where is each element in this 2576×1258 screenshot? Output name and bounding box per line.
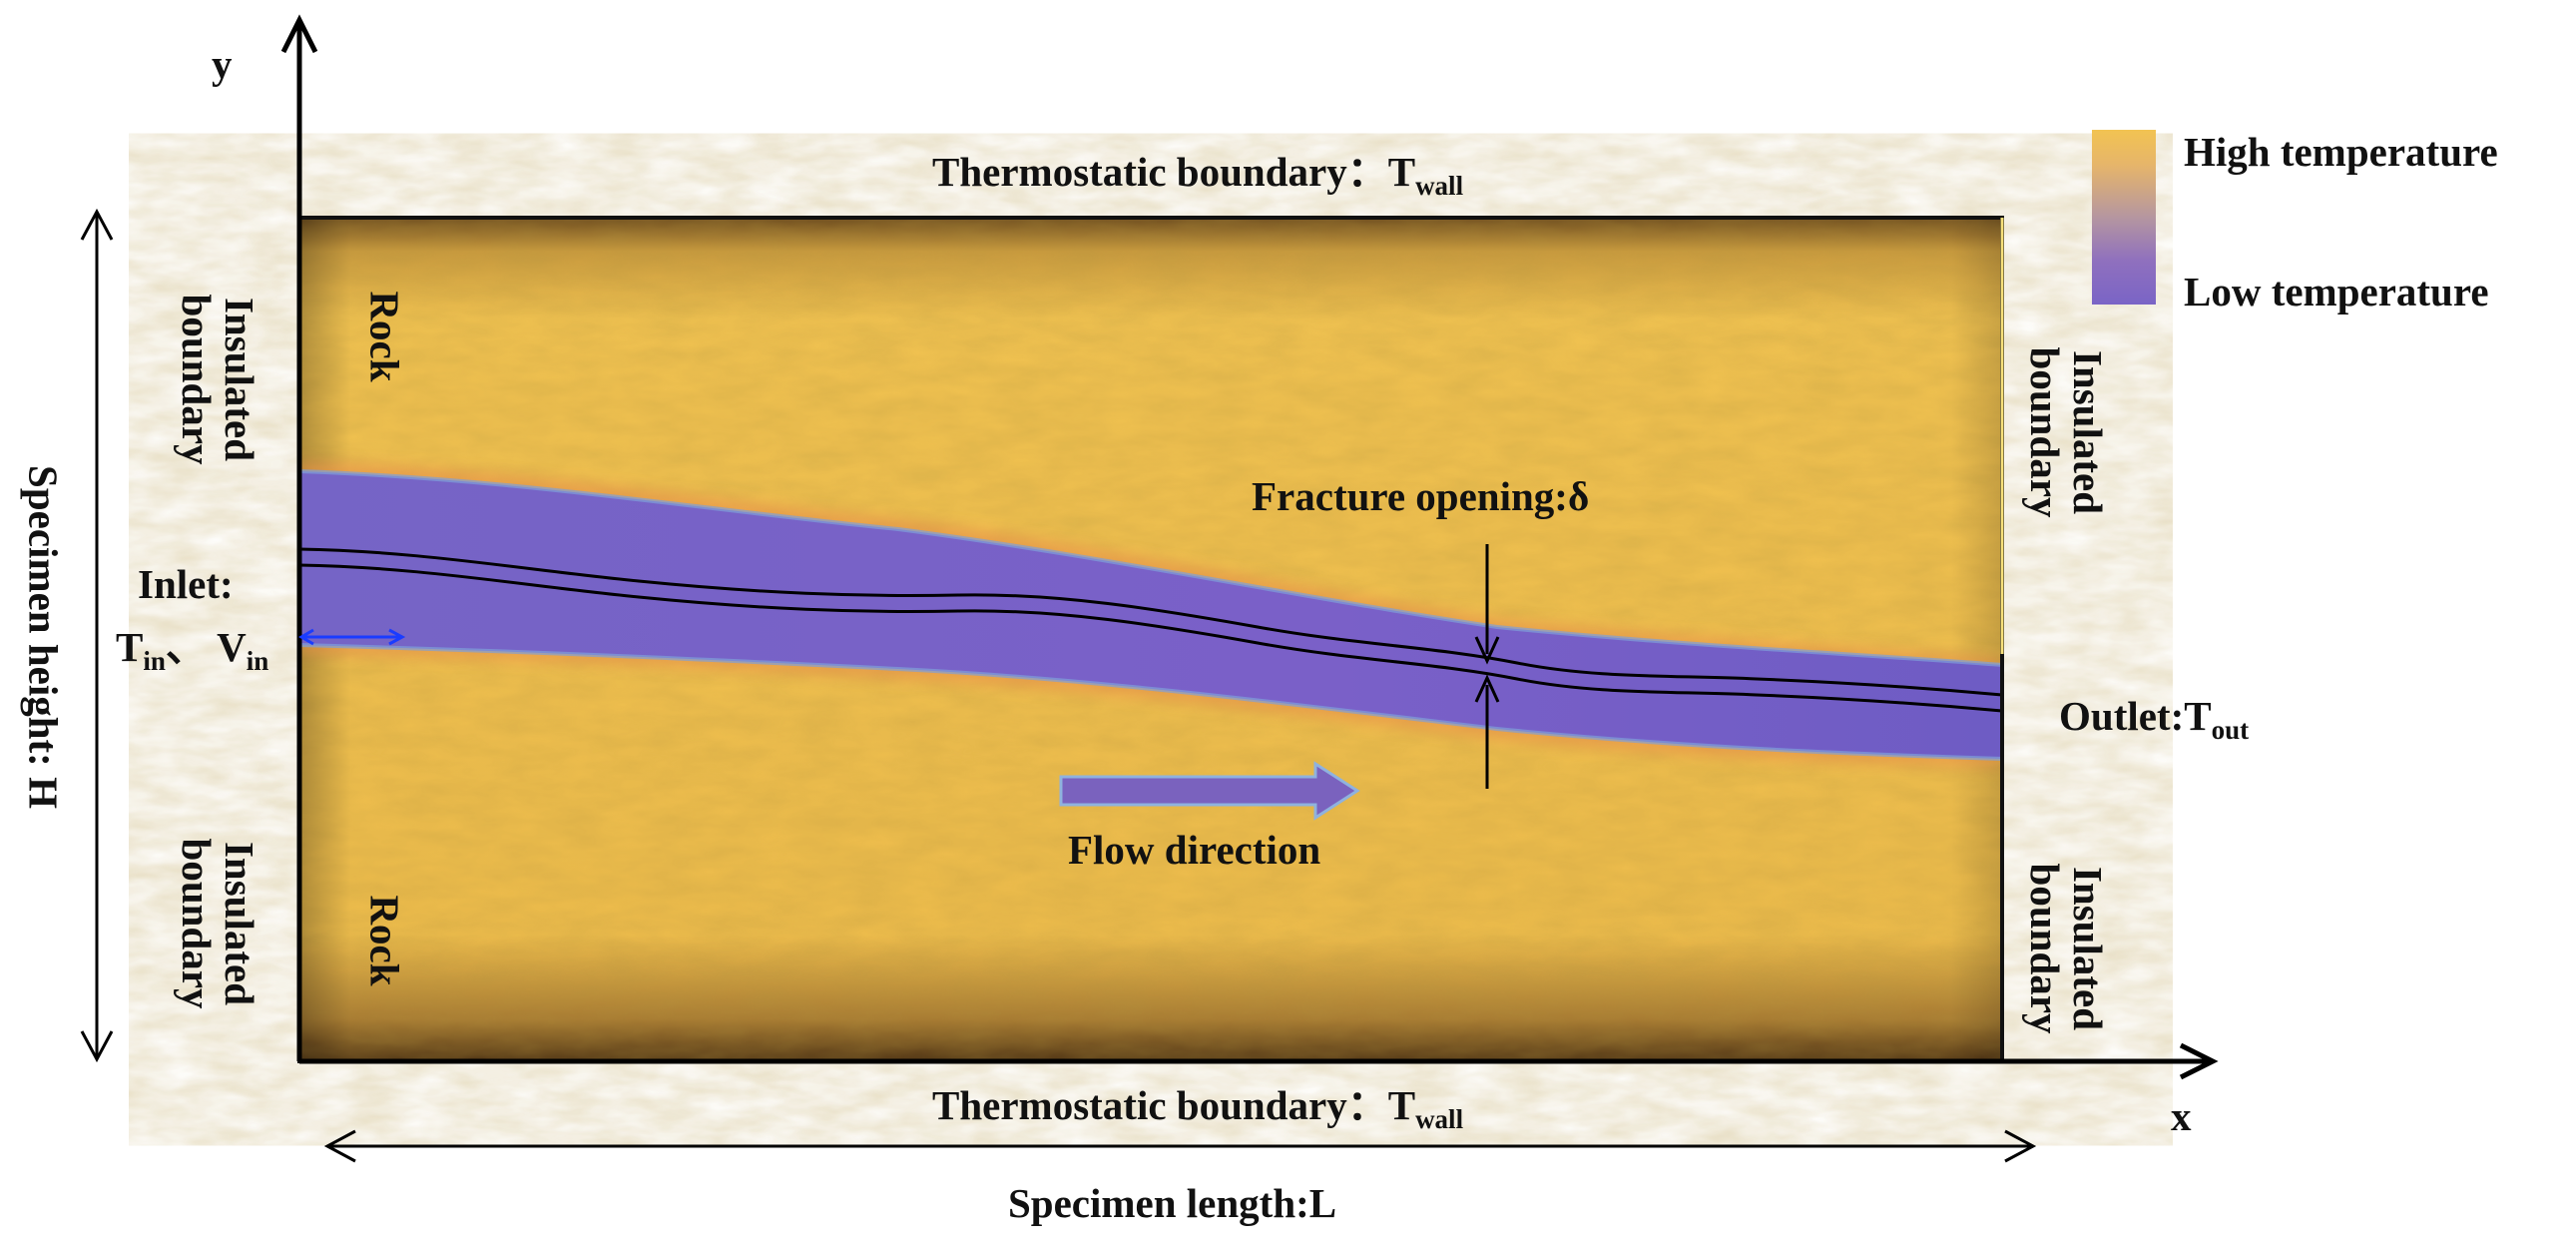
specimen-length-label: Specimen length:L bbox=[1008, 1180, 1337, 1226]
flow-direction-arrow bbox=[1059, 761, 1360, 821]
temperature-legend-bar bbox=[2092, 130, 2156, 305]
rock-upper-label: Rock bbox=[361, 291, 408, 382]
inlet-conditions-label: Tin、 Vin bbox=[116, 624, 269, 676]
fracture-wall-upper bbox=[299, 547, 2002, 697]
y-axis-label: y bbox=[212, 41, 233, 87]
y-axis-arrowhead bbox=[280, 14, 318, 54]
flow-direction-label: Flow direction bbox=[1068, 827, 1321, 873]
length-arrow-left bbox=[323, 1129, 356, 1163]
legend-low-label: Low temperature bbox=[2184, 269, 2489, 314]
height-arrow-bottom bbox=[80, 1030, 114, 1063]
legend-high-label: High temperature bbox=[2184, 129, 2498, 175]
length-arrow-right bbox=[2004, 1129, 2037, 1163]
opening-arrowhead-bottom bbox=[1474, 674, 1500, 703]
cold-zone-edge-lower bbox=[299, 643, 2002, 761]
outlet-label: Outlet:Tout bbox=[2059, 693, 2250, 745]
rock-lower-label: Rock bbox=[361, 895, 408, 986]
inlet-title: Inlet: bbox=[138, 561, 234, 607]
x-axis-label: x bbox=[2171, 1093, 2192, 1139]
inlet-arrowhead-right bbox=[388, 628, 406, 646]
cold-zone-edge-upper bbox=[299, 469, 2002, 667]
opening-arrowhead-top bbox=[1474, 636, 1500, 665]
bottom-boundary-label: Thermostatic boundary：Twall bbox=[932, 1082, 1464, 1134]
specimen-block bbox=[297, 216, 2004, 1063]
inlet-arrowhead-left bbox=[298, 628, 314, 646]
top-boundary-label: Thermostatic boundary：Twall bbox=[932, 149, 1464, 201]
fracture-wall-lower bbox=[299, 563, 2002, 713]
x-axis-arrowhead bbox=[2179, 1042, 2219, 1080]
height-arrow-top bbox=[80, 208, 114, 241]
specimen-height-label: Specimen height: H bbox=[20, 465, 67, 809]
fracture-opening-label: Fracture opening:δ bbox=[1252, 473, 1590, 519]
